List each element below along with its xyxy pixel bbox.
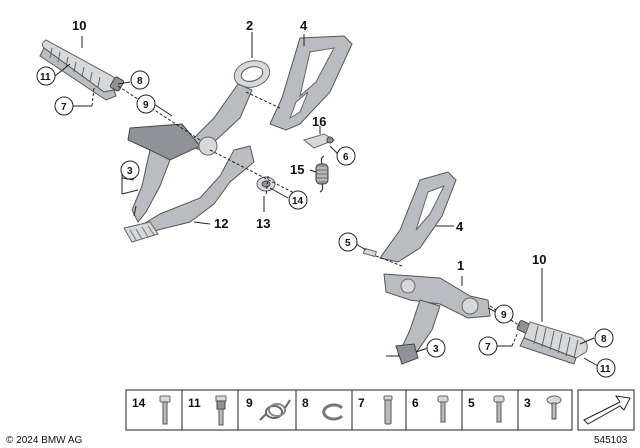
callout-12: 12 xyxy=(214,216,228,231)
callout-10-bottom: 10 xyxy=(532,252,546,267)
callout-9-top: 9 xyxy=(143,100,149,111)
parts-table-number: 6 xyxy=(412,396,419,410)
parts-table-cell-9: 9 xyxy=(246,396,291,421)
pin-icon xyxy=(383,395,393,425)
callout-3-bottom: 3 xyxy=(433,344,439,355)
circlip-icon xyxy=(322,403,344,421)
parts-table-number: 8 xyxy=(302,396,309,410)
torsion-spring-icon xyxy=(259,399,291,421)
callout-5-bottom: 5 xyxy=(345,238,351,249)
callouts-bottom-right: 4 5 1 10 9 8 7 3 11 xyxy=(338,219,616,378)
callout-11-top: 11 xyxy=(40,72,51,83)
callout-6-top: 6 xyxy=(343,152,349,163)
parts-table-number: 11 xyxy=(188,396,201,410)
callout-7-bottom: 7 xyxy=(485,342,491,353)
bolt-icon xyxy=(159,395,171,425)
parts-table-cell-11: 11 xyxy=(188,395,227,426)
callout-4-bottom: 4 xyxy=(456,219,464,234)
return-spring xyxy=(315,155,329,193)
threaded-stud-icon xyxy=(215,395,227,426)
footpeg-grip-right xyxy=(516,320,588,365)
leader-lines-bottom xyxy=(355,225,599,367)
callout-8-bottom: 8 xyxy=(601,334,607,345)
callout-1: 1 xyxy=(457,258,464,273)
callout-2: 2 xyxy=(246,18,253,33)
callout-11-bottom: 11 xyxy=(600,364,611,375)
screw-icon xyxy=(437,395,449,423)
heel-guard-top xyxy=(269,35,353,131)
callout-16: 16 xyxy=(312,114,326,129)
callout-3-top: 3 xyxy=(127,166,133,177)
direction-arrow-icon xyxy=(583,395,631,425)
parts-table-cell-8: 8 xyxy=(302,396,344,421)
parts-table-cell-3: 3 xyxy=(524,395,562,420)
callout-14-top: 14 xyxy=(292,196,304,207)
screw-icon xyxy=(546,395,562,420)
callouts-top-left: 10 11 8 7 9 2 4 16 6 15 3 12 13 14 xyxy=(36,18,356,231)
parts-table-cell-7: 7 xyxy=(358,395,393,425)
callout-4-top: 4 xyxy=(300,18,308,33)
parts-table-number: 9 xyxy=(246,396,253,410)
parts-table-cell-14: 14 xyxy=(132,395,171,425)
parts-table: 14 11 9 8 xyxy=(125,389,573,431)
parts-table-number: 5 xyxy=(468,396,475,410)
heel-guard-bottom xyxy=(379,171,457,263)
brake-lever xyxy=(127,60,271,223)
parts-table-cell-5: 5 xyxy=(468,395,505,423)
callout-8-top: 8 xyxy=(137,76,143,87)
callout-13: 13 xyxy=(256,216,270,231)
footrest-bracket xyxy=(383,273,491,365)
diagram-number: 545103 xyxy=(594,435,628,446)
parts-table-number: 7 xyxy=(358,396,365,410)
parts-table-number: 14 xyxy=(132,396,146,410)
copyright: © 2024 BMW AG xyxy=(6,435,83,446)
direction-arrow-box xyxy=(577,389,635,431)
screw-icon xyxy=(493,395,505,423)
parts-table-number: 3 xyxy=(524,396,531,410)
callout-9-bottom: 9 xyxy=(501,310,507,321)
parts-table-cell-6: 6 xyxy=(412,395,449,423)
screw-5-bottom xyxy=(362,247,403,267)
brake-pedal-arm xyxy=(123,145,255,243)
callout-7-top: 7 xyxy=(61,102,67,113)
callout-15: 15 xyxy=(290,162,304,177)
callout-10-top: 10 xyxy=(72,18,86,33)
leader-lines-top xyxy=(54,32,341,225)
switch-bracket xyxy=(302,133,336,149)
